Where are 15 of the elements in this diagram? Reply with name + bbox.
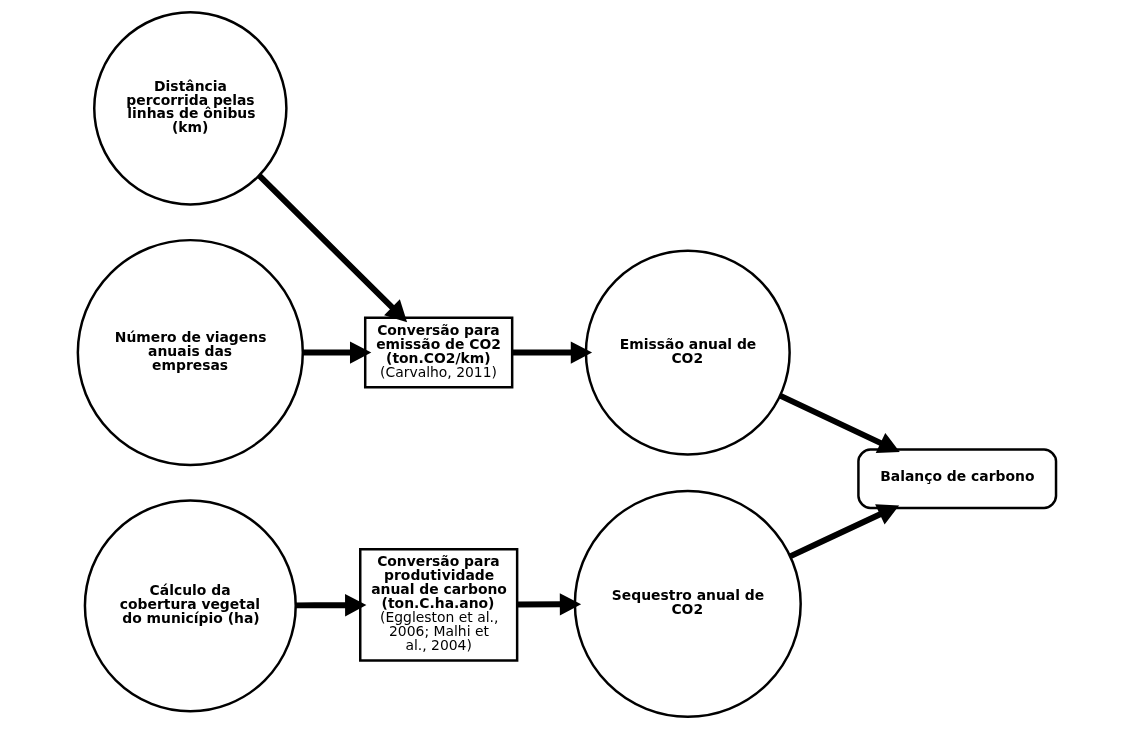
node-circle: Sequestro anual de CO2 — [573, 489, 802, 718]
arrow — [512, 341, 593, 364]
node-circle: Cálculo da cobertura vegetal do município (ha) — [83, 499, 297, 713]
node-circle: Distância percorrida pelas linhas de ônibus (km) — [93, 11, 288, 206]
arrow — [302, 341, 372, 364]
node-box: Conversão para emissão de CO2 (ton.CO2/km) (Carvalho, 2011) — [363, 316, 514, 389]
node-circle: Número de viagens anuais das empresas — [76, 238, 305, 467]
arrow — [517, 593, 582, 616]
arrow — [295, 594, 367, 617]
node-box: Balanço de carbono — [857, 448, 1058, 510]
node-circle: Emissão anual de CO2 — [584, 249, 791, 456]
arrow — [778, 392, 900, 454]
node-box: Conversão para produtividade anual de carbono (ton.C.ha.ano) (Eggleston et al., 2006; Malhi et al., 2004) — [359, 548, 519, 662]
arrow — [789, 504, 900, 559]
arrow — [257, 173, 408, 323]
